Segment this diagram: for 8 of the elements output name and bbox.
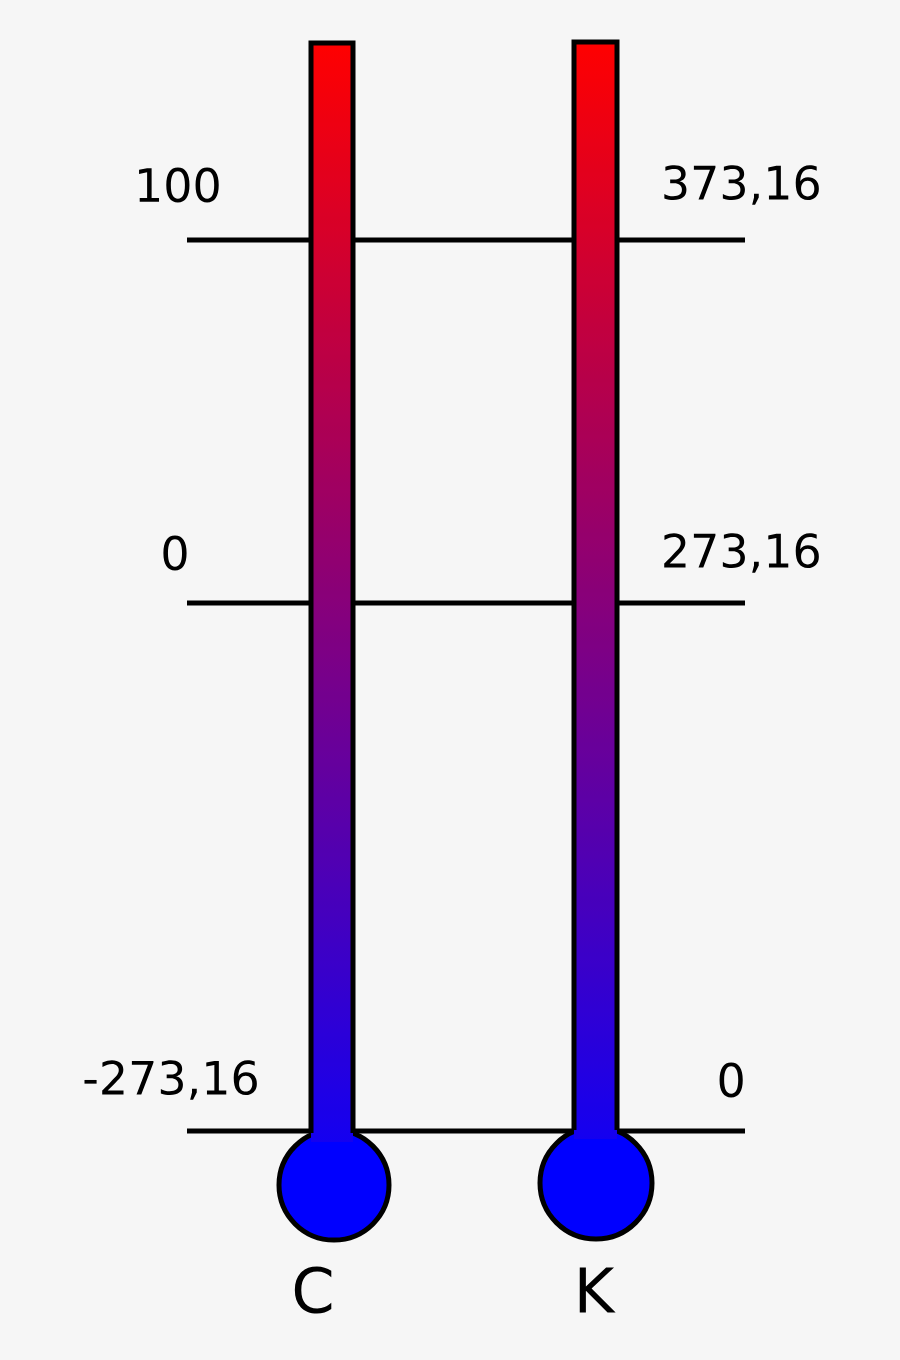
scale-label: 373,16 [664, 165, 819, 205]
unit-label: C [294, 1266, 332, 1314]
scale-label: 273,16 [664, 533, 819, 573]
scale-label: 100 [139, 167, 219, 203]
unit-label: K [579, 1267, 616, 1313]
scale-label: 0 [163, 535, 187, 571]
scale-label: -273,16 [84, 1060, 257, 1100]
scale-label: 0 [719, 1062, 743, 1098]
